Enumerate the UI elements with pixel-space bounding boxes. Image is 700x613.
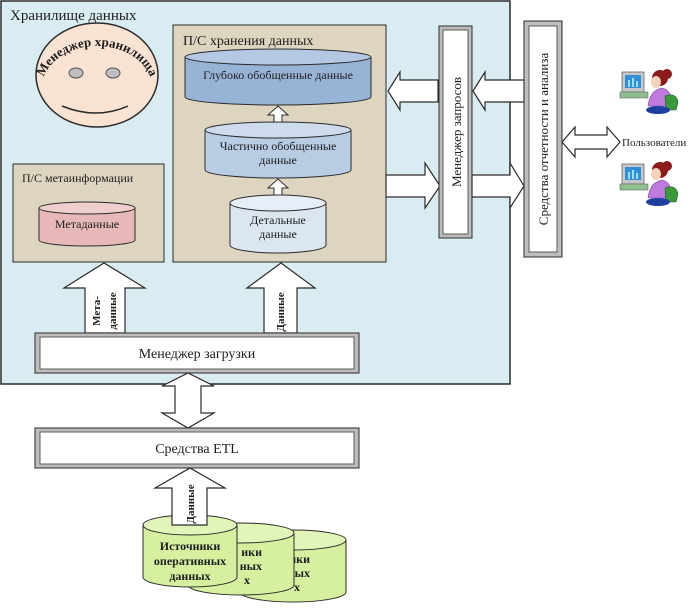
smile-icon bbox=[61, 105, 129, 114]
svg-text:ики: ики bbox=[241, 545, 262, 559]
arrow-left-icon bbox=[472, 69, 525, 113]
user-at-computer-icon bbox=[619, 69, 679, 114]
storage-subsystem-title: П/С хранения данных bbox=[183, 34, 313, 49]
svg-text:х: х bbox=[294, 580, 300, 594]
arrow-right-icon bbox=[385, 160, 441, 210]
metadata-arrow-label-line1: Мета- bbox=[91, 296, 103, 326]
metainfo-subsystem: П/С метаинформации Метаданные bbox=[12, 163, 165, 263]
svg-text:ных: ных bbox=[240, 559, 262, 573]
db-deeply-aggregated: Глубоко обобщенные данные bbox=[184, 48, 372, 106]
etl-tools-label: Средства ETL bbox=[155, 442, 239, 457]
load-manager: Менеджер загрузки bbox=[34, 332, 360, 374]
query-manager: Менеджер запросов bbox=[438, 25, 473, 239]
users-label: Пользователи bbox=[622, 137, 686, 149]
reporting-tools: Средства отчетности и анализа bbox=[523, 20, 563, 258]
db-deeply-aggregated-label: Глубоко обобщенные данные bbox=[203, 68, 353, 82]
double-arrow-icon bbox=[561, 125, 621, 159]
db-partially-aggregated-label-line1: Частично обобщенные bbox=[220, 139, 337, 153]
db-partially-aggregated: Частично обобщенные данные bbox=[204, 121, 352, 179]
etl-data-arrow: Данные bbox=[152, 467, 228, 526]
user-at-computer-icon bbox=[619, 161, 679, 206]
source-db-label-line2: оперативных bbox=[154, 554, 226, 568]
data-arrow: Данные bbox=[245, 262, 317, 334]
query-manager-label: Менеджер запросов bbox=[449, 77, 464, 187]
eye-icon bbox=[105, 67, 121, 79]
warehouse-manager-face bbox=[35, 22, 159, 128]
warehouse-title: Хранилище данных bbox=[10, 8, 137, 24]
source-db-label-line1: Источники bbox=[160, 539, 221, 553]
eye-icon bbox=[68, 67, 84, 79]
svg-text:х: х bbox=[244, 573, 250, 587]
etl-data-arrow-label: Данные bbox=[185, 484, 197, 523]
source-db-1: Источники оперативных данных bbox=[142, 514, 238, 588]
arrow-left-icon bbox=[387, 69, 439, 113]
metainfo-subsystem-title: П/С метаинформации bbox=[22, 171, 134, 185]
warehouse-manager: Менеджер хранилища bbox=[33, 22, 161, 128]
data-arrow-label: Данные bbox=[275, 292, 287, 331]
db-detailed-label-line1: Детальные bbox=[250, 213, 306, 227]
db-metadata: Метаданные bbox=[38, 201, 136, 247]
storage-subsystem: П/С хранения данных Глубоко обобщенные д… bbox=[172, 24, 387, 263]
source-db-label-line3: данных bbox=[169, 569, 210, 583]
arrow-right-icon bbox=[471, 160, 525, 211]
source-databases: ики ных х ики ных х Источники оперативны… bbox=[142, 514, 347, 603]
db-metadata-label: Метаданные bbox=[55, 217, 119, 231]
etl-tools: Средства ETL bbox=[34, 427, 360, 469]
load-manager-label: Менеджер загрузки bbox=[139, 347, 256, 362]
metadata-arrow-label-line2: данные bbox=[107, 292, 119, 329]
db-detailed: Детальные данные bbox=[229, 194, 327, 254]
users: Пользователи bbox=[619, 69, 686, 206]
db-detailed-label-line2: данные bbox=[259, 227, 297, 241]
db-partially-aggregated-label-line2: данные bbox=[259, 153, 297, 167]
reporting-tools-label: Средства отчетности и анализа bbox=[536, 53, 551, 226]
metadata-arrow: Мета- данные bbox=[61, 262, 148, 334]
